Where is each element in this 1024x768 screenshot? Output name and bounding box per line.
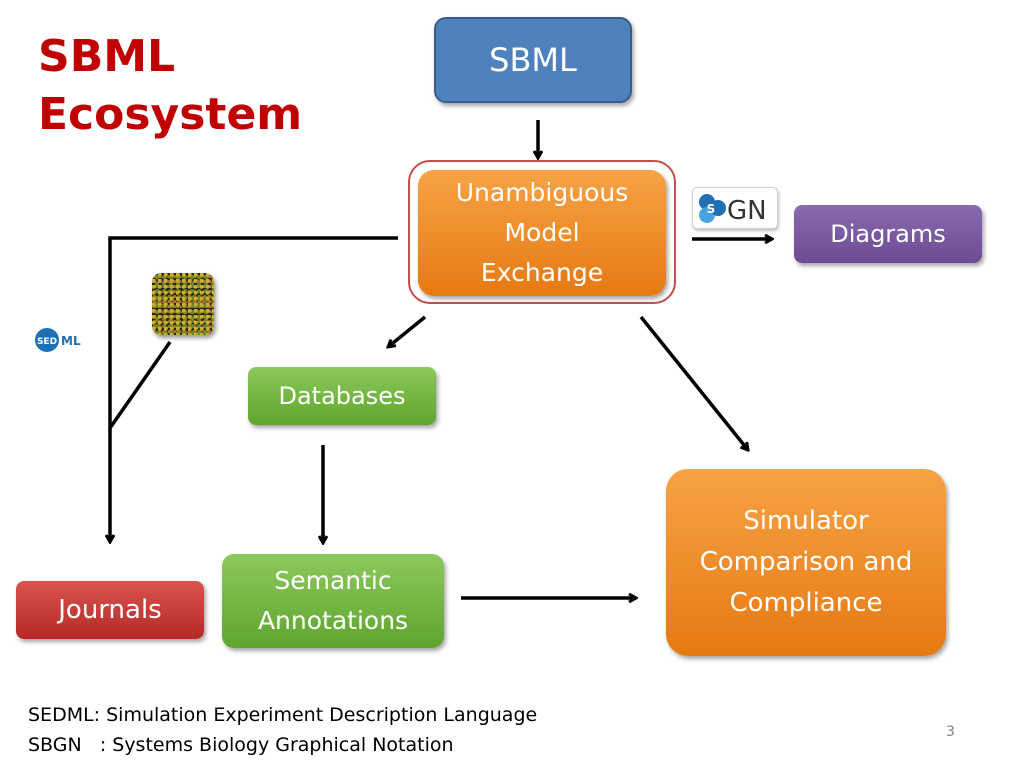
sbgn-logo-letter: S bbox=[707, 202, 716, 216]
simulator-line-3: Compliance bbox=[729, 588, 883, 618]
semantic-line-2: Annotations bbox=[257, 606, 409, 635]
arrow-exchange-to-databases bbox=[388, 315, 427, 347]
sedml-logo-right: ML bbox=[61, 334, 81, 348]
databases-label: Databases bbox=[278, 382, 406, 410]
simulator-line-1: Simulator bbox=[743, 506, 869, 536]
simulator-line-2: Comparison and bbox=[699, 547, 913, 577]
semantic-line-1: Semantic bbox=[274, 566, 392, 595]
line-chip-to-journals bbox=[108, 340, 172, 430]
diagrams-label: Diagrams bbox=[830, 220, 946, 248]
microarray-chip-image bbox=[152, 273, 214, 335]
page-number: 3 bbox=[946, 724, 955, 740]
sbml-label: SBML bbox=[489, 41, 577, 79]
line-exchange-to-journals bbox=[110, 236, 398, 542]
arrow-exchange-to-simulator bbox=[639, 315, 748, 450]
journals-node: Journals bbox=[16, 581, 204, 639]
slide-title: SBML Ecosystem bbox=[38, 28, 302, 144]
sbgn-logo-text: GN bbox=[727, 196, 767, 226]
exchange-line-3: Exchange bbox=[480, 258, 604, 287]
databases-node: Databases bbox=[248, 367, 436, 425]
title-line-2: Ecosystem bbox=[38, 89, 303, 140]
exchange-line-2: Model bbox=[504, 218, 580, 247]
footnotes: SEDML: Simulation Experiment Description… bbox=[28, 700, 537, 760]
sbml-node: SBML bbox=[434, 17, 632, 103]
sbgn-logo: S GN bbox=[692, 187, 778, 229]
journals-label: Journals bbox=[58, 595, 162, 625]
simulator-comparison-node: Simulator Comparison and Compliance bbox=[666, 469, 946, 656]
exchange-highlight-outline bbox=[408, 160, 676, 304]
semantic-annotations-node: Semantic Annotations bbox=[222, 554, 444, 648]
diagrams-node: Diagrams bbox=[794, 205, 982, 263]
unambiguous-model-exchange-node: Unambiguous Model Exchange bbox=[418, 170, 666, 296]
title-line-1: SBML bbox=[38, 31, 176, 82]
exchange-line-1: Unambiguous bbox=[455, 178, 629, 207]
footnote-sedml: SEDML: Simulation Experiment Description… bbox=[28, 704, 538, 726]
sedml-logo: SED ML bbox=[34, 327, 88, 353]
sedml-logo-left: SED bbox=[37, 337, 57, 347]
footnote-sbgn: SBGN : Systems Biology Graphical Notatio… bbox=[28, 734, 454, 756]
